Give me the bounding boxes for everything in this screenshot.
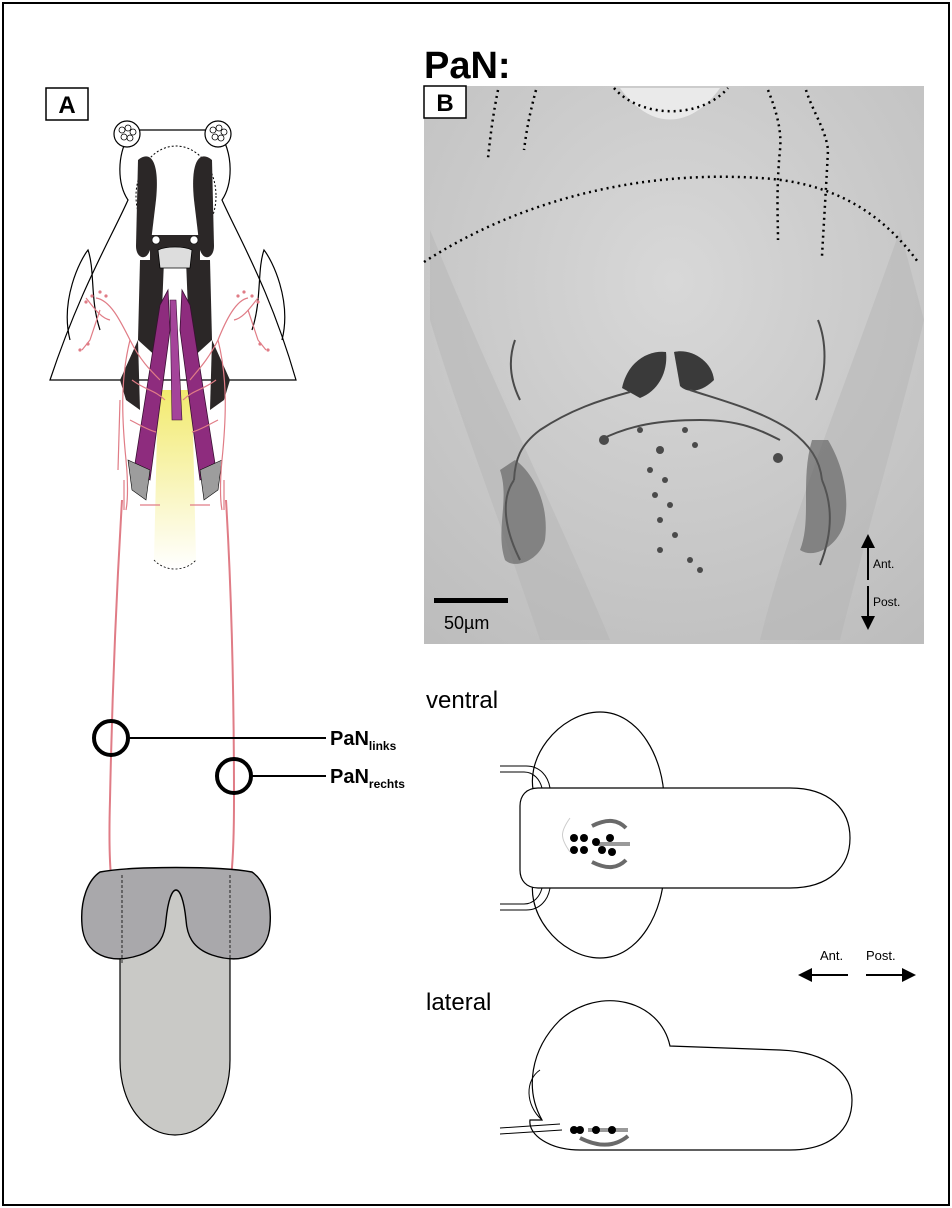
- lateral-label: lateral: [426, 989, 491, 1016]
- legend-ant: Ant.: [820, 948, 843, 963]
- panel-b-post: Post.: [873, 595, 900, 609]
- scale-bar: [434, 598, 508, 603]
- ventral-body: [520, 788, 850, 888]
- panel-b-label: B: [436, 90, 453, 117]
- scale-bar-label: 50µm: [444, 613, 489, 633]
- central-plate: [158, 247, 192, 268]
- figure-title: PaN:: [424, 45, 511, 87]
- panel-b-ant: Ant.: [873, 557, 894, 571]
- ventral-label: ventral: [426, 687, 498, 714]
- panel-b: B 50µm Ant. Post.: [424, 86, 924, 644]
- legend-post: Post.: [866, 948, 896, 963]
- panel-a-label: A: [58, 92, 75, 119]
